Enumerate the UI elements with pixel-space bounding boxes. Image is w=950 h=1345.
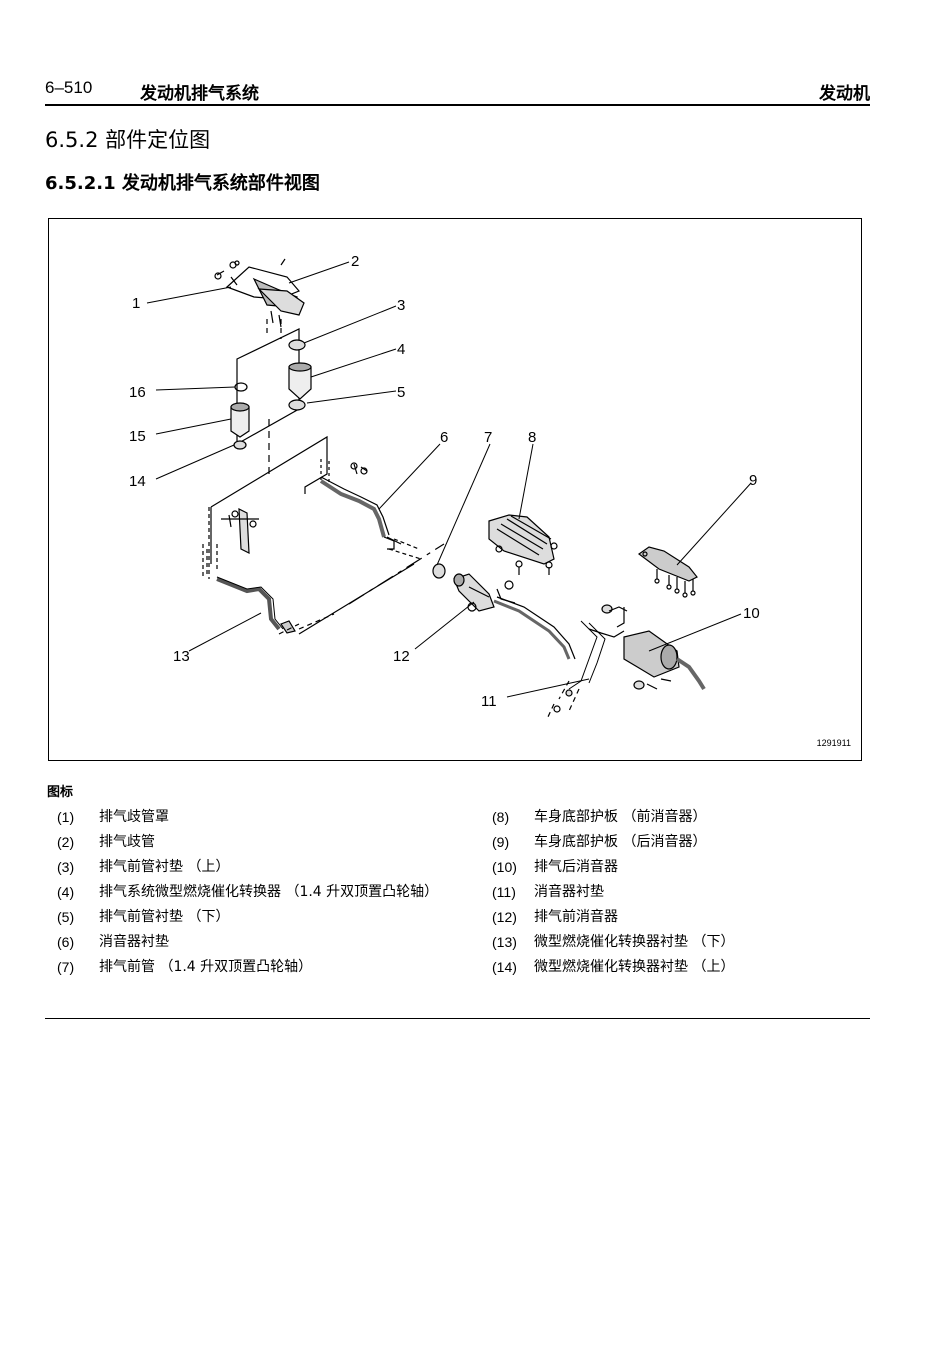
callout-16: 16 — [129, 384, 146, 401]
callout-7: 7 — [484, 429, 492, 446]
legend-number: (10) — [492, 859, 517, 875]
legend-number: (14) — [492, 959, 517, 975]
legend-item: (9) 车身底部护板 （后消音器） — [492, 833, 882, 852]
diagram-drawing: 1 2 3 4 5 6 7 8 9 10 11 12 13 14 15 16 — [129, 253, 760, 720]
legend-number: (8) — [492, 809, 510, 825]
legend-item: (14) 微型燃烧催化转换器衬垫 （上） — [492, 958, 882, 977]
legend-number: (13) — [492, 934, 517, 950]
legend-text: 排气后消音器 — [534, 859, 618, 875]
legend-number: (2) — [57, 834, 75, 850]
legend-text: 车身底部护板 （前消音器） — [534, 809, 707, 825]
legend-text: 微型燃烧催化转换器衬垫 （上） — [534, 959, 735, 975]
callout-1: 1 — [132, 295, 140, 312]
legend-number: (9) — [492, 834, 510, 850]
legend-item: (8) 车身底部护板 （前消音器） — [492, 808, 882, 827]
legend-item: (7) 排气前管 （1.4 升双顶置凸轮轴） — [57, 958, 447, 977]
legend-item: (5) 排气前管衬垫 （下） — [57, 908, 447, 927]
legend-number: (5) — [57, 909, 75, 925]
legend-text: 消音器衬垫 — [99, 934, 169, 950]
callout-5: 5 — [397, 384, 405, 401]
callout-11: 11 — [481, 693, 497, 710]
legend-text: 排气系统微型燃烧催化转换器 （1.4 升双顶置凸轮轴） — [99, 884, 439, 900]
legend-item: (1) 排气歧管罩 — [57, 808, 447, 827]
page-header: 6–510 发动机排气系统 发动机 — [45, 78, 870, 106]
callout-6: 6 — [440, 429, 448, 446]
legend-number: (3) — [57, 859, 75, 875]
legend-item: (4) 排气系统微型燃烧催化转换器 （1.4 升双顶置凸轮轴） — [57, 883, 447, 902]
manifold-shape — [257, 288, 305, 316]
chapter-title: 发动机排气系统 — [140, 84, 259, 104]
legend-text: 排气歧管罩 — [99, 809, 169, 825]
exhaust-system-diagram: 1 2 3 4 5 6 7 8 9 10 11 12 13 14 15 16 1… — [48, 218, 862, 761]
legend-text: 车身底部护板 （后消音器） — [534, 834, 707, 850]
legend-number: (6) — [57, 934, 75, 950]
legend-text: 排气前管 （1.4 升双顶置凸轮轴） — [99, 959, 313, 975]
section-title: 发动机 — [819, 84, 870, 104]
legend-item: (11) 消音器衬垫 — [492, 883, 882, 902]
callout-10: 10 — [743, 605, 760, 622]
page-number: 6–510 — [45, 78, 93, 97]
legend-item: (12) 排气前消音器 — [492, 908, 882, 927]
legend-number: (4) — [57, 884, 75, 900]
legend-right-column: (8) 车身底部护板 （前消音器） (9) 车身底部护板 （后消音器） (10) 排气… — [492, 808, 882, 983]
legend-text: 排气歧管 — [99, 834, 155, 850]
manifold-cover-shape — [225, 266, 301, 300]
legend-text: 排气前管衬垫 （上） — [99, 859, 230, 875]
callout-8: 8 — [528, 429, 536, 446]
legend-number: (1) — [57, 809, 75, 825]
legend-item: (13) 微型燃烧催化转换器衬垫 （下） — [492, 933, 882, 952]
callout-14: 14 — [129, 473, 146, 490]
legend-text: 微型燃烧催化转换器衬垫 （下） — [534, 934, 735, 950]
callout-2: 2 — [351, 253, 359, 270]
legend-text: 排气前管衬垫 （下） — [99, 909, 230, 925]
legend-item: (6) 消音器衬垫 — [57, 933, 447, 952]
legend-number: (12) — [492, 909, 517, 925]
callout-4: 4 — [397, 341, 405, 358]
legend-text: 排气前消音器 — [534, 909, 618, 925]
legend-item: (3) 排气前管衬垫 （上） — [57, 858, 447, 877]
legend-title: 图标 — [47, 785, 74, 800]
callout-3: 3 — [397, 297, 405, 314]
legend-number: (7) — [57, 959, 75, 975]
callout-12: 12 — [393, 648, 410, 665]
legend-item: (2) 排气歧管 — [57, 833, 447, 852]
callout-9: 9 — [749, 472, 757, 489]
legend-item: (10) 排气后消音器 — [492, 858, 882, 877]
legend-left-column: (1) 排气歧管罩 (2) 排气歧管 (3) 排气前管衬垫 （上） (4) 排气系统微型… — [57, 808, 447, 983]
figure-id: 1291911 — [816, 738, 851, 748]
footer-divider — [45, 1018, 870, 1019]
section-heading: 6.5.2 部件定位图 — [45, 128, 211, 152]
legend-number: (11) — [492, 884, 516, 900]
legend-text: 消音器衬垫 — [534, 884, 604, 900]
callout-13: 13 — [173, 648, 190, 665]
subsection-heading: 6.5.2.1 发动机排气系统部件视图 — [45, 173, 320, 194]
callout-15: 15 — [129, 428, 146, 445]
